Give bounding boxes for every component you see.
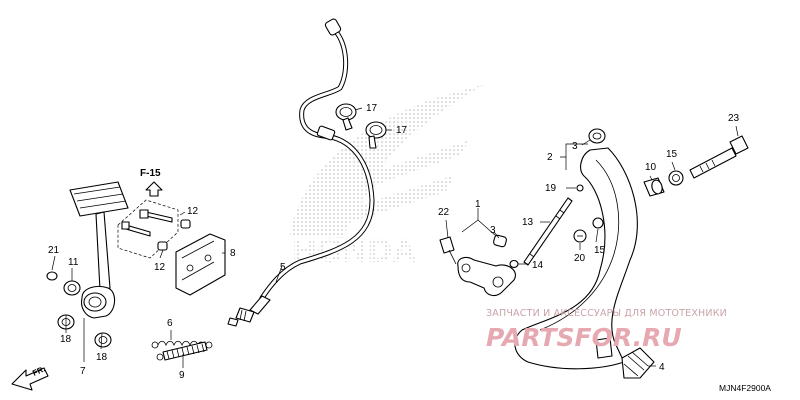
callout-12a: 12 bbox=[187, 206, 199, 217]
bolt-23 bbox=[689, 135, 749, 179]
callout-18a: 18 bbox=[60, 334, 72, 345]
callout-5: 5 bbox=[280, 262, 286, 273]
clamp-17b bbox=[365, 121, 387, 149]
leader-lines bbox=[51, 107, 739, 368]
callout-15a: 15 bbox=[666, 149, 678, 160]
callout-4: 4 bbox=[659, 362, 665, 373]
watermark-tagline: ЗАПЧАСТИ И АКСЕССУАРЫ ДЛЯ МОТОТЕХНИКИ bbox=[486, 308, 727, 319]
brake-switch-cable-5 bbox=[227, 18, 375, 327]
clamp-17a bbox=[335, 103, 357, 131]
spring-9 bbox=[156, 341, 213, 361]
honda-wing-watermark: HONDA bbox=[290, 84, 485, 270]
callout-3a: 3 bbox=[572, 141, 578, 152]
callout-18b: 18 bbox=[96, 352, 108, 363]
callout-17b: 17 bbox=[396, 125, 408, 136]
callout-15b: 15 bbox=[594, 245, 606, 256]
callout-20: 20 bbox=[574, 253, 586, 264]
shift-pedal-2 bbox=[514, 128, 638, 370]
callout-11: 11 bbox=[68, 257, 79, 268]
callout-9: 9 bbox=[179, 370, 185, 381]
callout-21: 21 bbox=[48, 245, 60, 256]
collar-10 bbox=[643, 177, 665, 197]
callout-23: 23 bbox=[728, 113, 740, 124]
callout-22: 22 bbox=[438, 207, 450, 218]
callout-17a: 17 bbox=[366, 103, 378, 114]
o-ring-21 bbox=[46, 271, 58, 281]
footpeg-rubber-4 bbox=[621, 347, 655, 379]
callout-19: 19 bbox=[545, 183, 557, 194]
arrow-left-icon bbox=[11, 367, 49, 391]
callout-6: 6 bbox=[167, 318, 173, 329]
callout-10: 10 bbox=[645, 162, 657, 173]
callout-1: 1 bbox=[475, 199, 481, 210]
callout-14: 14 bbox=[532, 260, 544, 271]
callout-3b: 3 bbox=[490, 225, 496, 236]
washer-11 bbox=[63, 280, 81, 296]
watermark-site: PARTSFOR.RU bbox=[486, 323, 682, 352]
shop-watermark: ЗАПЧАСТИ И АКСЕССУАРЫ ДЛЯ МОТОТЕХНИКИ PA… bbox=[486, 308, 727, 352]
front-direction-arrow: FR. bbox=[11, 364, 49, 391]
callout-13: 13 bbox=[522, 217, 534, 228]
callout-7: 7 bbox=[80, 366, 86, 377]
callout-labels: 21 11 18 18 7 12 12 8 5 6 9 17 17 1 22 3… bbox=[48, 103, 740, 381]
bracket-8 bbox=[175, 233, 226, 296]
ref-label: F-15 bbox=[140, 168, 161, 179]
seal-18b bbox=[94, 332, 112, 348]
reference-f15: F-15 bbox=[117, 168, 191, 259]
arrow-up-icon bbox=[145, 181, 163, 197]
callout-8: 8 bbox=[230, 248, 236, 259]
shift-arm-1 bbox=[439, 234, 519, 297]
callout-12b: 12 bbox=[154, 262, 166, 273]
brake-pedal bbox=[69, 181, 129, 319]
washer-15a bbox=[668, 170, 684, 186]
callout-2: 2 bbox=[547, 152, 553, 163]
drawing-code: MJN4F2900A bbox=[719, 383, 771, 393]
